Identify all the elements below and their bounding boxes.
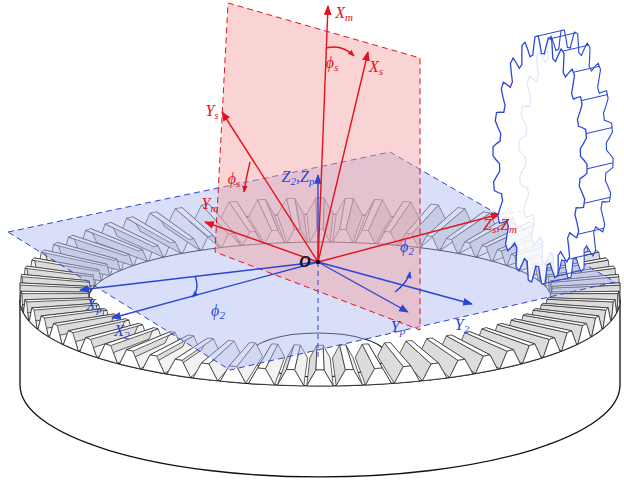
axis-label: Z2,Zp <box>282 169 315 187</box>
axis-label: ϕ2 <box>211 303 225 321</box>
tooth-top <box>362 344 382 369</box>
axis-xp <box>80 262 318 290</box>
tooth-front <box>611 300 616 321</box>
tooth-front <box>143 355 165 374</box>
tooth-front <box>578 324 591 344</box>
pinion-tooth-edge <box>581 95 607 101</box>
axis-label: X2 <box>114 323 129 341</box>
axis-xs <box>318 52 368 262</box>
tooth-front <box>29 308 37 329</box>
tooth-front <box>49 324 62 344</box>
tooth-front <box>38 316 48 337</box>
tooth-front <box>24 300 29 321</box>
tooth-top <box>547 298 615 302</box>
tooth-front <box>543 338 560 358</box>
angle-arc <box>395 272 410 292</box>
axis-label: Xs <box>369 59 383 77</box>
axis-ys <box>222 112 318 262</box>
axis-label: Xp <box>86 297 101 315</box>
tooth-front <box>20 291 23 312</box>
tooth-front <box>366 368 392 385</box>
tooth-front <box>523 344 542 363</box>
axis-label: Zs,Zm <box>483 217 517 235</box>
tooth-top <box>340 345 354 370</box>
tooth-front <box>249 368 275 385</box>
pinion-tooth-edge <box>550 33 576 39</box>
axis-zs <box>318 214 500 262</box>
tooth-front <box>80 338 97 358</box>
tooth-front <box>193 363 217 381</box>
axis-label: Yp <box>391 319 405 337</box>
tooth-front <box>617 291 620 312</box>
axis-yp <box>318 262 408 312</box>
tooth-front <box>423 363 447 381</box>
tooth-front <box>562 331 577 351</box>
axis-label: ϕs <box>326 55 339 73</box>
pinion-tooth-edge <box>584 197 610 203</box>
tooth-top <box>406 341 439 364</box>
tooth-front <box>336 370 362 386</box>
pinion-tooth-edge <box>587 163 613 169</box>
tooth-top <box>21 291 89 293</box>
pinion-tooth-edge <box>586 128 612 134</box>
axis-label: ϕs <box>228 171 241 189</box>
tooth-top <box>20 283 88 288</box>
axis-label: ϕ2 <box>400 239 414 257</box>
tooth-front <box>167 359 190 377</box>
axis-label: Xm <box>335 5 353 23</box>
tooth-top <box>384 343 411 367</box>
pinion-tooth-edge <box>568 253 594 259</box>
pinion-front-face <box>493 36 587 284</box>
axis-dashed <box>318 262 319 358</box>
tooth-top <box>427 338 465 360</box>
angle-arc <box>244 162 250 192</box>
tooth-top <box>541 303 608 310</box>
tooth-front <box>476 355 498 374</box>
tooth-front <box>277 370 303 386</box>
axis-label: Ys <box>205 103 218 121</box>
pinion <box>493 30 613 284</box>
pinion-tooth-edge <box>537 30 563 36</box>
tooth-front <box>394 366 419 383</box>
pinion-tooth-edge <box>557 270 583 276</box>
tooth-front <box>603 308 611 329</box>
tooth-top <box>25 298 93 302</box>
tooth-front <box>592 316 602 337</box>
tooth-front <box>307 370 333 386</box>
origin-dot <box>316 260 320 264</box>
axis-y2 <box>318 262 472 304</box>
pinion-tooth-edge <box>563 45 589 51</box>
axis-label: Ym <box>202 196 219 214</box>
tooth-front <box>120 350 141 369</box>
pinion-tooth-edge <box>543 278 569 284</box>
tooth-front <box>450 359 473 377</box>
pinion-tooth-edge <box>578 228 604 234</box>
axis-label: O <box>299 254 311 270</box>
axis-label: Y2 <box>455 317 469 335</box>
pinion-tooth-edge <box>573 66 599 72</box>
angle-arc <box>192 276 197 297</box>
tooth-front <box>63 331 78 351</box>
tooth-front <box>99 344 118 363</box>
tooth-front <box>500 350 521 369</box>
